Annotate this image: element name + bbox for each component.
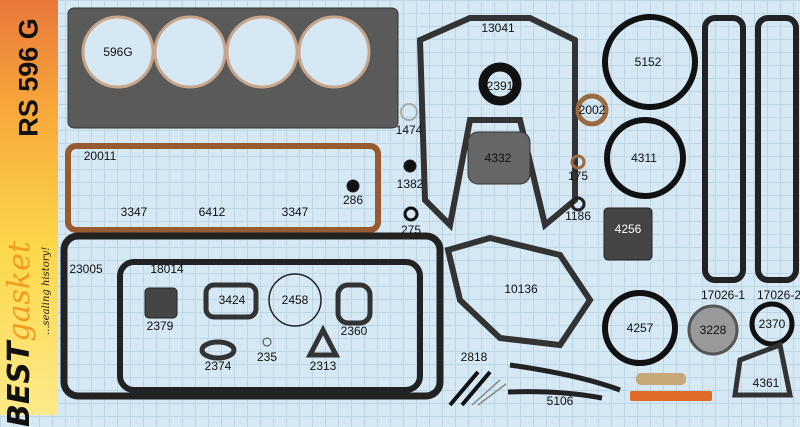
part-label: 4257 bbox=[626, 321, 654, 335]
part-label: 4332 bbox=[484, 151, 512, 165]
part-label: 13041 bbox=[481, 21, 515, 35]
small-gasket bbox=[199, 339, 237, 361]
timing-cover-gasket bbox=[416, 15, 578, 232]
small-gasket bbox=[203, 282, 259, 320]
part-label: 2458 bbox=[281, 293, 309, 307]
o-ring bbox=[604, 117, 686, 199]
part-label: 275 bbox=[400, 223, 422, 237]
part-label: 4256 bbox=[614, 222, 642, 236]
part-label: 3424 bbox=[218, 293, 246, 307]
part-label: 4361 bbox=[752, 376, 780, 390]
rubber-seal-strip bbox=[507, 362, 621, 401]
cylinder-bores bbox=[81, 15, 371, 89]
part-label: 1474 bbox=[395, 123, 423, 137]
seal-ring bbox=[403, 206, 419, 222]
part-label: 17026-1 bbox=[700, 288, 746, 302]
seal-ring bbox=[570, 154, 586, 170]
small-gasket bbox=[305, 324, 341, 358]
o-ring bbox=[602, 290, 678, 366]
part-label: 3347 bbox=[281, 205, 309, 219]
manifold-gasket bbox=[755, 15, 799, 283]
thin-gasket-ring bbox=[268, 273, 322, 327]
grommet bbox=[346, 179, 360, 193]
oil-pan-inner-gasket bbox=[117, 259, 423, 393]
seal-ring bbox=[570, 196, 586, 212]
part-label: 5152 bbox=[634, 55, 662, 69]
part-label: 3347 bbox=[120, 205, 148, 219]
fuel-pump-gasket bbox=[467, 131, 531, 185]
part-label: 286 bbox=[342, 193, 364, 207]
part-label: 2370 bbox=[758, 317, 786, 331]
part-label: 23005 bbox=[69, 262, 103, 276]
small-gasket bbox=[335, 282, 373, 326]
part-label: 3228 bbox=[699, 323, 727, 337]
seal-ring bbox=[575, 93, 609, 127]
part-label: 2002 bbox=[578, 103, 606, 117]
oil-pan-gasket bbox=[60, 232, 444, 400]
part-label: 18014 bbox=[150, 262, 184, 276]
crank-seal bbox=[478, 62, 522, 106]
part-label: 2374 bbox=[204, 359, 232, 373]
part-label: 2818 bbox=[460, 350, 488, 364]
part-label: 10136 bbox=[504, 282, 538, 296]
part-label: 5106 bbox=[546, 394, 574, 408]
part-label: 596G bbox=[103, 45, 133, 59]
seal-ring bbox=[400, 103, 418, 121]
cork-strip bbox=[636, 373, 686, 385]
gasket-photo bbox=[60, 7, 799, 407]
thermostat-housing-gasket bbox=[732, 341, 794, 398]
part-label: 2360 bbox=[340, 324, 368, 338]
part-label: 20011 bbox=[83, 149, 117, 163]
exhaust-donut-gasket bbox=[687, 304, 739, 356]
part-label: 175 bbox=[567, 169, 589, 183]
part-label: 2379 bbox=[146, 319, 174, 333]
wire-seal bbox=[471, 379, 507, 406]
o-ring bbox=[602, 14, 698, 110]
rope-seal bbox=[448, 370, 492, 407]
carburetor-gasket bbox=[603, 207, 653, 261]
manifold-gasket bbox=[702, 15, 746, 283]
small-washer bbox=[262, 337, 272, 347]
part-label: 2313 bbox=[309, 359, 337, 373]
small-gasket bbox=[144, 287, 178, 319]
part-label: 6412 bbox=[198, 205, 226, 219]
part-label: 17026-2 bbox=[756, 288, 800, 302]
valve-cover-gasket bbox=[65, 143, 381, 233]
o-ring bbox=[749, 301, 795, 347]
water-pump-gasket bbox=[444, 234, 594, 349]
part-label: 2391 bbox=[486, 79, 514, 93]
grommet bbox=[403, 159, 417, 173]
utility-knife bbox=[630, 391, 712, 401]
part-label: 1186 bbox=[565, 209, 591, 223]
part-label: 1382 bbox=[396, 177, 424, 191]
brand-sidebar: RS 596 G BESTgasket ...sealing history! bbox=[0, 0, 58, 427]
part-label: 4311 bbox=[631, 151, 657, 165]
part-label: 235 bbox=[256, 350, 278, 364]
